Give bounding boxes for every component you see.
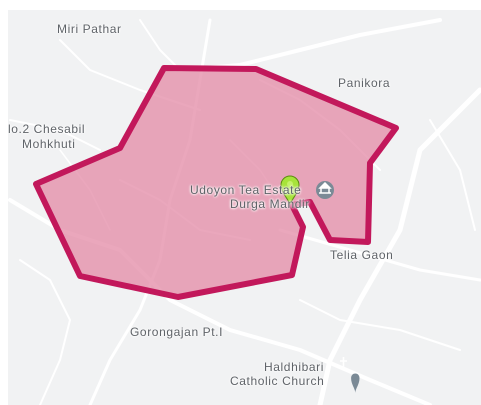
place-label-catholic-church: Catholic Church	[230, 374, 325, 388]
temple-icon[interactable]	[316, 181, 334, 199]
place-label-tea-estate: Udoyon Tea Estate	[190, 183, 302, 197]
place-label-mohkhuti: Mohkhuti	[22, 137, 76, 151]
place-label-durga-mandir: Durga Mandir	[230, 197, 310, 211]
map-marker-icon[interactable]	[280, 175, 300, 206]
place-label-telia-gaon: Telia Gaon	[330, 248, 394, 262]
place-label-panikora: Panikora	[338, 76, 391, 90]
place-label-gorongajan: Gorongajan Pt.I	[130, 325, 224, 339]
place-label-haldhibari: Haldhibari	[264, 360, 325, 374]
place-label-miri-pathar: Miri Pathar	[57, 22, 122, 36]
boundary-polygon[interactable]	[33, 65, 399, 300]
church-icon[interactable]	[340, 357, 360, 393]
place-label-chesabil: lo.2 Chesabil	[8, 122, 86, 136]
